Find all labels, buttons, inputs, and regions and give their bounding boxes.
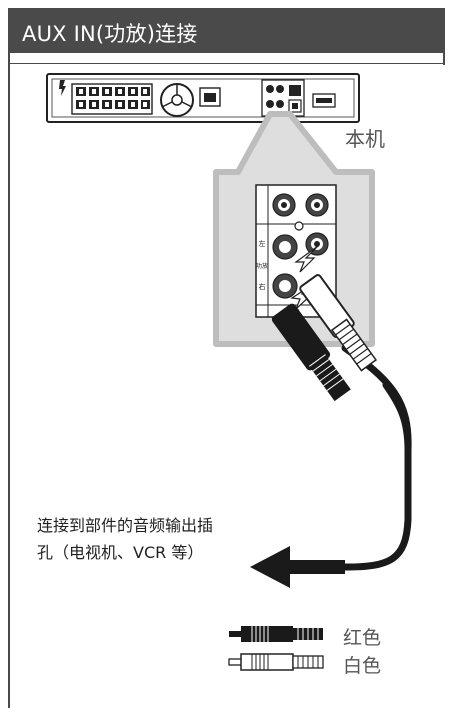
white-rca-plug [299, 274, 378, 372]
rear-io-block [261, 79, 336, 117]
jack-label-amp: 功放 [256, 262, 268, 270]
section-title: AUX IN(功放)连接 [22, 22, 198, 46]
speaker-terminals [71, 83, 153, 115]
legend-red-label: 红色 [343, 627, 382, 649]
arrow-left-icon [250, 546, 345, 588]
unit-inner-panel [51, 78, 355, 118]
top-frame-rule [8, 63, 445, 64]
insert-arrow-icon [294, 245, 319, 273]
right-frame-rule [443, 53, 445, 65]
legend-white-plug-icon [228, 653, 324, 671]
legend-red-plug-icon [229, 626, 323, 642]
main-unit-illustration [46, 73, 360, 123]
rca-cable [250, 274, 412, 588]
left-frame-rule [8, 53, 10, 708]
source-caption-line-2: 孔（电视机、VCR 等） [37, 543, 204, 562]
red-rca-plug [271, 303, 351, 402]
power-socket-slot [204, 93, 216, 102]
main-unit-label: 本机 [345, 127, 385, 151]
legend-white-label: 白色 [343, 655, 382, 677]
lightning-icon [59, 80, 66, 96]
zoom-callout: 左 功放 右 输 [213, 111, 375, 347]
source-caption-line-1: 连接到部件的音频输出插 [37, 516, 214, 535]
section-header: AUX IN(功放)连接 [8, 8, 445, 53]
panel-jacks [272, 193, 329, 299]
jack-label-right: 右 [259, 282, 266, 291]
cooling-fan-icon [160, 83, 194, 117]
source-device-caption: 连接到部件的音频输出插 孔（电视机、VCR 等） [37, 512, 282, 566]
jack-label-left: 左 [259, 239, 266, 248]
